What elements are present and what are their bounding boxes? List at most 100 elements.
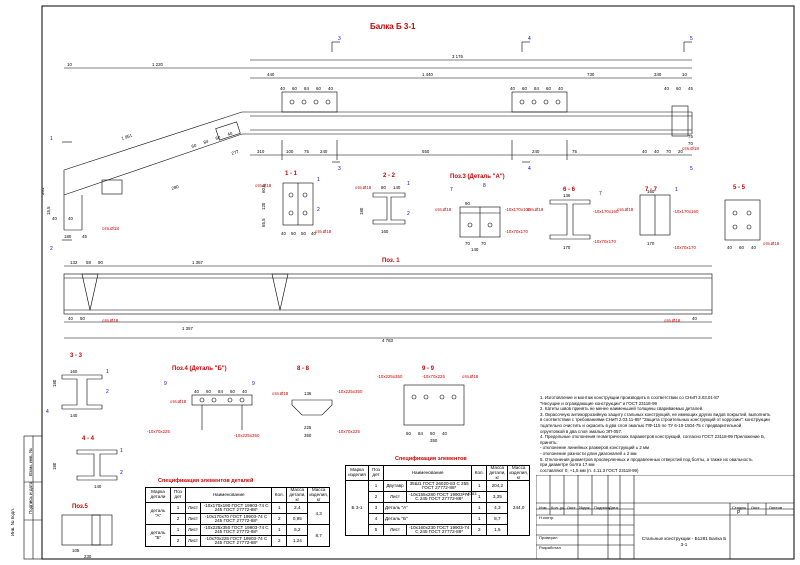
th-item-name: Наименование	[382, 464, 473, 482]
slope-dim-60a: 60	[191, 143, 198, 149]
left-dim-281: 281	[42, 187, 45, 195]
th-mass-item: Масса изделия, кг	[307, 486, 330, 504]
tb-header-sign: Подпись	[594, 505, 610, 510]
th-mass-detail: Масса детали, кг	[286, 486, 309, 504]
note-line: 5. Отклонения диаметров просверленных и …	[540, 456, 753, 462]
s6-mark-1: 7	[599, 191, 602, 197]
s3-dim-1: 90	[465, 201, 470, 206]
s5-dim-1: 40	[727, 245, 732, 250]
s3-hole-label: отв.Ø18	[435, 207, 452, 212]
left-dim-45: 45	[82, 234, 87, 239]
cell: -10х225х350 ГОСТ 19903-74 С 245 ГОСТ 277…	[199, 524, 273, 537]
s5-dim-2: 60	[739, 245, 744, 250]
s1-dim-3: 65,5	[261, 218, 266, 227]
poz1-dim-bot-40b: 40	[692, 316, 697, 321]
s3-dim-3: 70	[481, 241, 486, 246]
beam-elevation-drawing: 10 1 220 3 176 440 1 440 730 340 10 40 6…	[42, 36, 699, 252]
s4-dim-4: 60	[230, 389, 235, 394]
s4-dim-5: 40	[242, 389, 247, 394]
s9-plate-2: -10х70х225	[422, 374, 446, 379]
mark-4b: 4	[528, 166, 531, 172]
left-dim-155: 15,5	[46, 206, 51, 215]
hole-label-right: отв.Ø18	[682, 146, 699, 151]
note-line: 3. Окрасочную антикоррозийную защиту ста…	[540, 411, 771, 417]
dim-top-730: 730	[587, 72, 595, 77]
s9-dim-7: 40	[442, 431, 447, 436]
cell: -10х160х230 ГОСТ 19903-74 С 245 ГОСТ 277…	[405, 524, 473, 537]
cell: 1,24	[286, 535, 309, 548]
section-title-6-6: 6 - 6	[563, 187, 576, 193]
cell: 5	[368, 524, 384, 537]
cell: -10х70х225 ГОСТ 19903-74 С 245 ГОСТ 2777…	[199, 535, 273, 548]
sidebar-strip-label-3: Взам. инв. №	[28, 448, 33, 476]
dim-top-1220: 1 220	[152, 62, 164, 67]
cell: Лист	[185, 502, 201, 515]
s33-mark-1: 1	[106, 369, 109, 375]
table-row: 2 Лист -10х155х280 ГОСТ 19903-74 С 245 Г…	[346, 491, 530, 504]
dim-mid-2: 60	[292, 86, 297, 91]
sections-row-3: 4 - 4 Поз.5 180 140 105 230 1 2	[52, 436, 123, 559]
s9-hole-label: отв.Ø18	[462, 374, 479, 379]
cell: 204,2	[486, 480, 509, 493]
s7-plate-2: -10х70х170	[673, 245, 697, 250]
tb-role-developed: Разработал	[539, 545, 561, 550]
cell: 4,3	[486, 502, 509, 515]
dim-bottom-3: 75	[304, 149, 309, 154]
note-line: - отклонение разности длин диагоналей ± …	[540, 450, 637, 456]
s1-mark-1: 1	[317, 177, 320, 183]
s2-dim-5: 140	[393, 185, 401, 190]
s3-mark-2: 8	[483, 183, 486, 189]
tb-header-list: Лист	[567, 505, 576, 510]
cell: 3,35	[486, 491, 509, 504]
dim-mid-13: 45	[688, 86, 693, 91]
sections-row-1: 1 - 1 2 - 2 Поз.3 (Деталь "А") 6 - 6 7 -…	[255, 171, 780, 252]
dim-mid-11: 40	[664, 86, 669, 91]
dim-mid-12: 60	[676, 86, 681, 91]
dim-mid-9: 60	[546, 86, 551, 91]
s2-mark-1: 1	[407, 181, 410, 187]
slope-dim-40: 40	[227, 131, 234, 137]
poz1-drawing: 132 58 90 1 357 40 50 1 357 4 783 40 Поз…	[63, 258, 713, 343]
sidebar-strip-label-2: Подпись и дата	[28, 481, 33, 514]
cell: Лист	[185, 513, 201, 526]
dim-top-1440: 1 440	[422, 72, 434, 77]
poz1-dim-bot-50: 50	[80, 316, 85, 321]
section-title-1-1: 1 - 1	[285, 171, 298, 177]
title-block-frame	[536, 475, 794, 559]
dim-bottom-1: 310	[257, 149, 265, 154]
s8-hole-label: отв.Ø18	[272, 391, 289, 396]
dim-bottom-5: 550	[422, 149, 430, 154]
s2-dim-2: 80	[381, 185, 386, 190]
tb-stage-header: Стадия	[732, 505, 746, 510]
left-dim-40a: 40	[52, 216, 57, 221]
table-row: 2 Лист -10х70х225 ГОСТ 19903-74 С 245 ГО…	[146, 535, 330, 548]
tb-header-date: Дата	[609, 505, 618, 510]
cell: 2	[170, 535, 186, 548]
dim-bottom-2: 100	[286, 149, 294, 154]
dim-bottom-9: 40	[654, 149, 659, 154]
cell: 2	[368, 491, 384, 504]
cell: 1,5	[486, 524, 509, 537]
s44-dim-3: 140	[94, 484, 102, 489]
s9-dim-6: 60	[430, 431, 435, 436]
s33-mark-2: 2	[106, 389, 109, 395]
dim-bottom-10: 70	[666, 149, 671, 154]
s1-dim-2: 120	[261, 202, 266, 210]
s4-plate-1: -10х70х225	[147, 429, 171, 434]
tb-header-kol: Кол. уч.	[551, 505, 566, 510]
tb-sheet-header: Лист	[751, 505, 760, 510]
poz1-hole-label-right: отв.Ø18	[664, 318, 681, 323]
s1-dim-5: 50	[291, 231, 296, 236]
s5b-dim-6: 105	[72, 548, 80, 553]
spec-details-title: Спецификация элементов деталей	[158, 478, 254, 484]
s5-hole-label: отв.Ø18	[763, 241, 780, 246]
mark-5b: 5	[690, 166, 693, 172]
s9-dim-4: 60	[406, 431, 411, 436]
s4-mark-2: 9	[252, 381, 255, 387]
hole-label-left: отв.Ø18	[102, 226, 119, 231]
cell: 1	[471, 502, 488, 515]
cell: 3	[368, 502, 384, 515]
s6-dim-2: 170	[563, 245, 571, 250]
section-title-5-5: 5 - 5	[733, 185, 746, 191]
dim-top-340: 340	[654, 72, 662, 77]
